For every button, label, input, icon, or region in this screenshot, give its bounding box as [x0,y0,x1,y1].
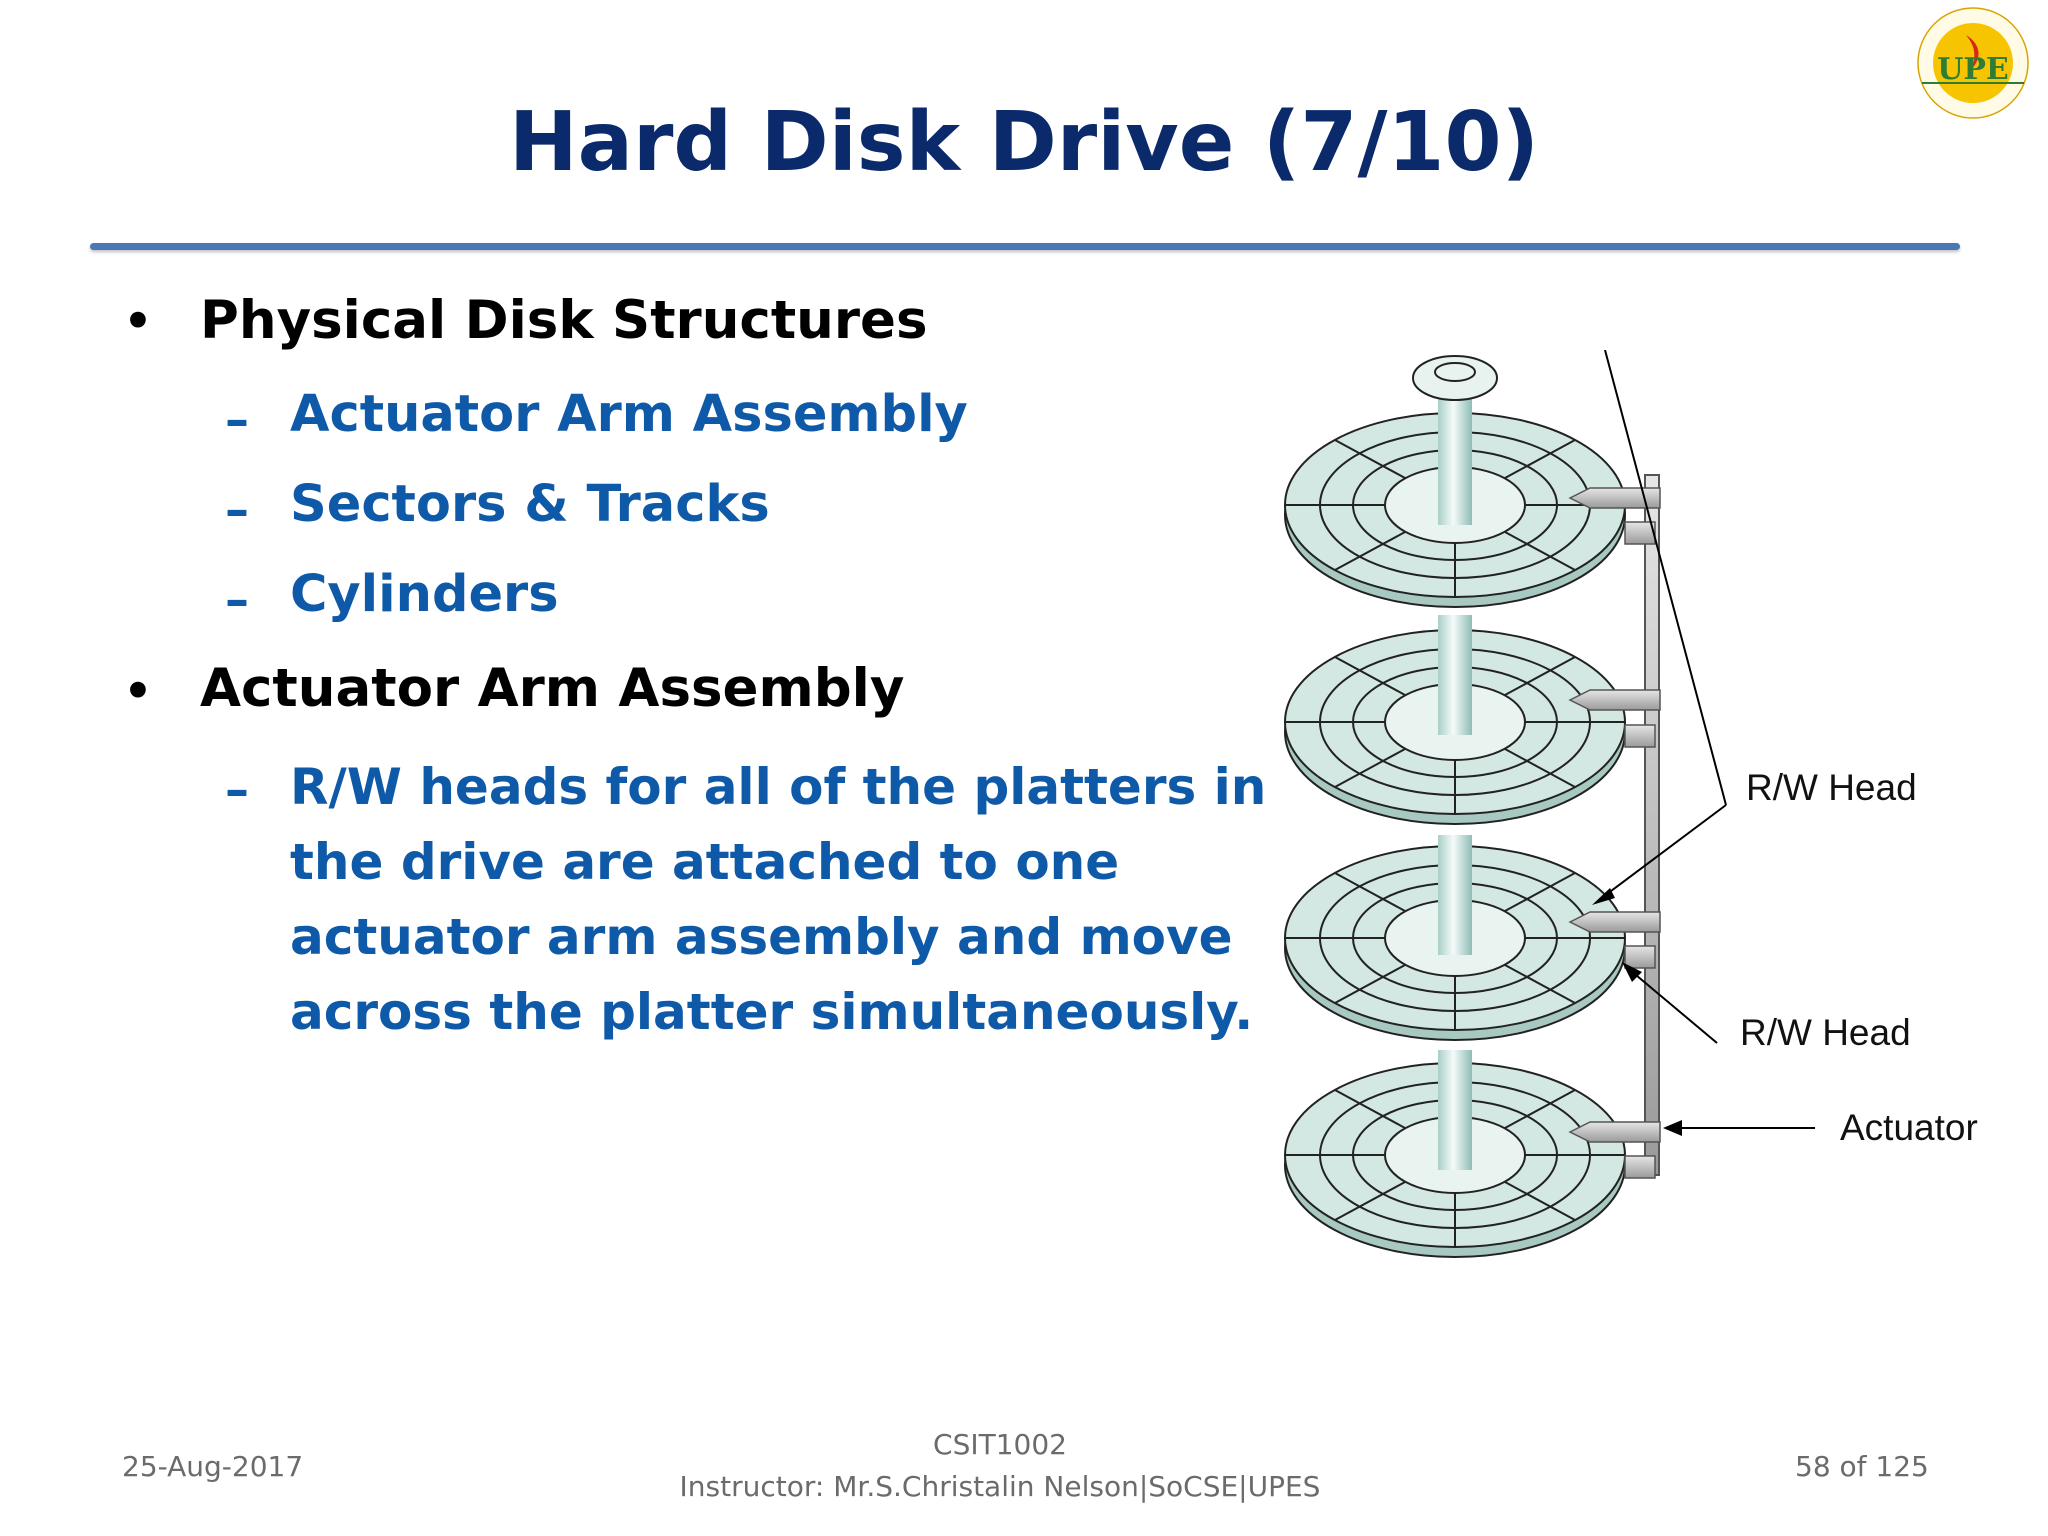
paragraph-line: actuator arm assembly and move [290,908,1233,966]
rw-head-top-pointer [1602,804,1727,898]
subitem-actuator-arm-assembly: Actuator Arm Assembly [290,385,968,444]
disk-platter-diagram [1270,349,2020,1270]
bullet-actuator-arm-assembly: Actuator Arm Assembly [200,658,905,719]
spindle-segment [1438,835,1472,955]
bullet-marker: • [122,290,154,353]
upes-logo-emblem: UPE [1917,7,2029,119]
dash-marker: – [225,392,249,448]
subitem-rw-heads-paragraph: R/W heads for all of the platters in the… [290,750,1267,1050]
spindle-segment [1438,615,1472,735]
paragraph-line: the drive are attached to one [290,833,1120,891]
subitem-sectors-tracks: Sectors & Tracks [290,475,770,534]
paragraph-line: across the platter simultaneously. [290,983,1254,1041]
dash-marker: – [225,482,249,538]
upes-logo: UPE [1908,5,2038,125]
spindle-top [1438,390,1472,525]
label-rw-head-top: R/W Head [1746,767,1917,808]
paragraph-line: R/W heads for all of the platters in [290,758,1267,816]
rw-head-bottom-pointer [1629,969,1718,1044]
footer-instructor: Instructor: Mr.S.Christalin Nelson|SoCSE… [679,1470,1321,1503]
slide-title: Hard Disk Drive (7/10) [508,95,1539,190]
spindle-cap [1412,355,1498,401]
footer-page-number: 58 of 125 [1795,1450,1929,1483]
title-divider [90,243,1960,250]
platter-stack-illustration [1284,349,1815,1258]
bullet-marker: • [122,660,154,723]
subitem-cylinders: Cylinders [290,565,559,624]
label-rw-head-bottom: R/W Head [1740,1012,1911,1053]
footer-date: 25-Aug-2017 [122,1450,304,1483]
dash-marker: – [225,762,249,818]
label-actuator: Actuator [1840,1107,1978,1148]
dash-marker: – [225,572,249,628]
footer-course: CSIT1002 [933,1428,1067,1461]
svg-text:UPE: UPE [1937,52,2009,87]
rw-head-arm [1568,487,1661,1179]
spindle-segment [1438,1050,1472,1170]
actuator-shaft [1644,474,1660,1176]
bullet-physical-disk-structures: Physical Disk Structures [200,290,928,351]
